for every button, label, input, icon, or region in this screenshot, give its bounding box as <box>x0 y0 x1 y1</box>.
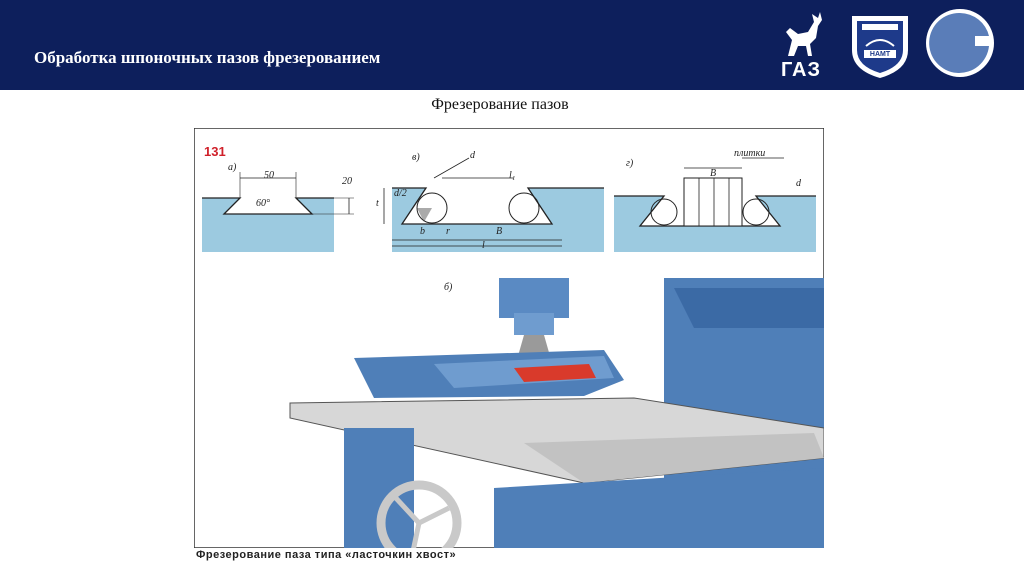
namt-shield-icon <box>852 16 908 78</box>
dim-a-width: 50 <box>264 170 274 181</box>
globe-icon <box>926 9 994 77</box>
panel-g-diagram <box>614 157 816 252</box>
dim-v-half: d/2 <box>394 188 407 199</box>
panel-a-diagram <box>202 172 354 252</box>
panel-v-diagram <box>383 157 604 252</box>
dim-g-B: B <box>710 168 717 179</box>
dim-v-r: r <box>446 226 450 237</box>
namt-logo: НАМТ <box>848 10 912 80</box>
panel-b-label: б) <box>444 282 453 293</box>
gaz-logo: ГАЗ <box>768 10 834 82</box>
slide-title: Обработка шпоночных пазов фрезерованием <box>34 48 381 67</box>
namt-logo-text: НАМТ <box>869 51 891 58</box>
header-bar: Обработка шпоночных пазов фрезерованием … <box>0 0 1024 90</box>
panel-a-label: а) <box>228 162 237 173</box>
figure-caption: Фрезерование паза типа «ласточкин хвост» <box>196 549 457 561</box>
slide-subtitle: Фрезерование пазов <box>431 96 569 113</box>
panel-v-label: в) <box>412 152 420 163</box>
dim-g-plates: плитки <box>734 148 766 159</box>
dim-a-height: 20 <box>342 176 352 187</box>
dim-v-t: t <box>376 198 379 209</box>
gaz-logo-text: ГАЗ <box>780 59 822 81</box>
milling-figure: а) 50 20 60° в) d l₁ t d/2 b r B l г) пл… <box>193 127 825 566</box>
dim-v-l: l <box>482 240 485 251</box>
machine-illustration <box>289 278 825 566</box>
circle-logo <box>925 8 995 78</box>
figure-number: 131 <box>204 144 226 159</box>
deer-icon <box>786 12 822 56</box>
figure-illustration <box>193 127 825 566</box>
dim-v-d: d <box>470 150 475 161</box>
panel-g-label: г) <box>626 158 634 169</box>
dim-v-l1: l₁ <box>509 170 516 181</box>
dim-v-B: B <box>496 226 503 237</box>
dim-g-d: d <box>796 178 801 189</box>
dim-v-b: b <box>420 226 425 237</box>
dim-a-angle: 60° <box>256 198 270 209</box>
